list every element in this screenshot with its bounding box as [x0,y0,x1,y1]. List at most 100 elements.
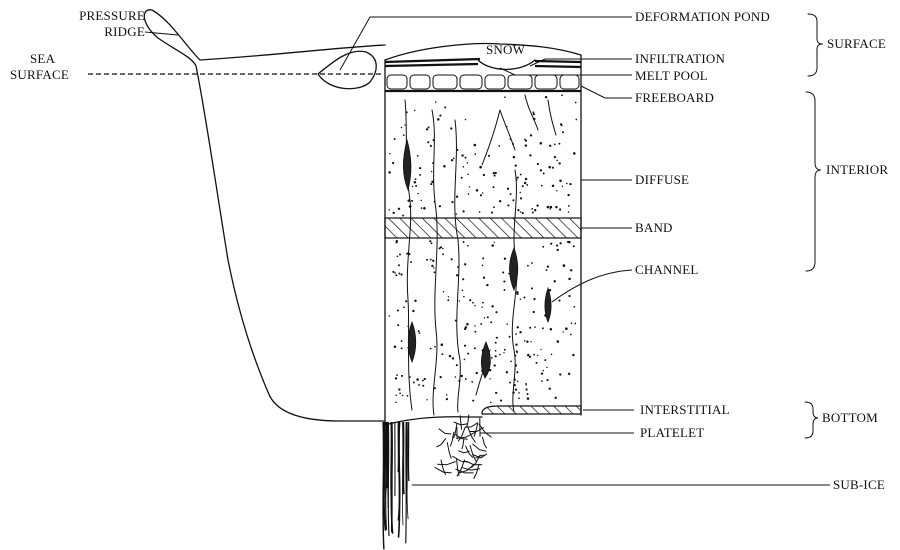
stipple-dot [440,376,442,378]
stipple-dot [419,167,421,169]
surface-group-label: SURFACE [827,36,886,51]
stipple-dot [437,118,440,121]
stipple-dot [421,207,423,209]
stipple-dot [482,302,484,304]
stipple-dot [494,175,496,177]
stipple-dot [515,164,517,166]
stipple-dot [465,378,467,380]
stipple-dot [415,178,417,180]
stipple-dot [536,204,538,206]
stipple-dot [401,340,403,342]
stipple-dot [448,296,449,297]
stipple-dot [474,144,477,147]
stipple-dot [397,324,399,326]
stipple-dot [464,359,466,361]
stipple-dot [517,177,519,179]
sub-ice-strand [386,422,387,530]
stipple-dot [482,264,484,266]
infiltration-layer [385,59,581,67]
stipple-dot [479,166,482,169]
stipple-dot [490,402,492,404]
stipple-dot [525,144,527,146]
stipple-dot [554,156,556,158]
platelet-crystal [470,445,477,462]
stipple-dot [517,381,519,383]
stipple-dot [504,96,506,98]
stipple-dot [397,255,399,257]
stipple-dot [494,364,496,366]
stipple-dot [451,258,453,260]
stipple-dot [533,311,535,313]
stipple-dot [392,271,394,273]
stipple-dot [457,149,459,151]
stipple-dot [430,145,432,147]
stipple-dot [546,367,548,369]
stipple-dot [509,336,511,338]
interior-group-label: INTERIOR [826,162,888,177]
stipple-dot [407,395,409,397]
stipple-dot [443,165,446,168]
stipple-dot [439,247,441,249]
stipple-dot [401,347,403,349]
stipple-dot [417,155,419,157]
stipple-dot [394,272,396,274]
stipple-dot [472,400,474,402]
stipple-dot [468,193,470,195]
stipple-dot [465,326,468,329]
stipple-dot [467,353,469,355]
stipple-dot [413,382,415,384]
stipple-dot [388,315,390,317]
stipple-dot [484,317,485,318]
stipple-dot [480,323,482,325]
stipple-dot [442,248,443,249]
stipple-dot [516,350,518,352]
deformation-pond-label: DEFORMATION POND [635,9,770,24]
stipple-dot [479,211,481,213]
stipple-dot [541,380,543,382]
stipple-dot [547,266,549,268]
stipple-dot [388,171,391,174]
stipple-dot [504,349,506,351]
stipple-dot [460,375,462,377]
sub-ice-strand [406,422,407,543]
stipple-dot [562,186,563,187]
stipple-dot [543,173,545,175]
stipple-dot [395,394,397,396]
stipple-dot [541,185,543,187]
stipple-dot [489,378,490,379]
stipple-dot [568,211,569,212]
stipple-dot [463,241,465,243]
stipple-dot [496,337,498,339]
interstitial-label: INTERSTITIAL [640,402,730,417]
stipple-dot [432,260,434,262]
stipple-dot [531,287,533,289]
stipple-dot [449,355,451,357]
stipple-dot [526,184,528,186]
stipple-dot [542,327,544,329]
stipple-dot [467,173,469,175]
stipple-dot [568,278,571,281]
sea-surface-label: SEA [30,51,56,66]
stipple-dot [557,340,560,343]
stipple-dot [444,106,446,108]
stipple-dot [560,123,562,125]
stipple-dot [482,192,483,193]
stipple-dot [548,166,551,169]
stipple-dot [465,119,467,121]
stipple-dot [474,347,476,349]
stipple-dot [469,186,470,187]
stipple-dot [566,183,568,185]
stipple-dot [434,346,436,348]
stipple-dot [550,206,553,209]
stipple-dot [559,180,562,183]
stipple-dot [510,193,512,195]
stipple-dot [430,259,432,261]
stipple-dot [545,96,547,98]
stipple-dot [573,245,575,247]
stipple-dot [558,143,560,145]
stipple-dot [530,134,532,136]
stipple-dot [464,345,466,347]
stipple-dot [491,244,494,247]
platelet-crystal [482,437,486,448]
stipple-dot [474,153,476,155]
